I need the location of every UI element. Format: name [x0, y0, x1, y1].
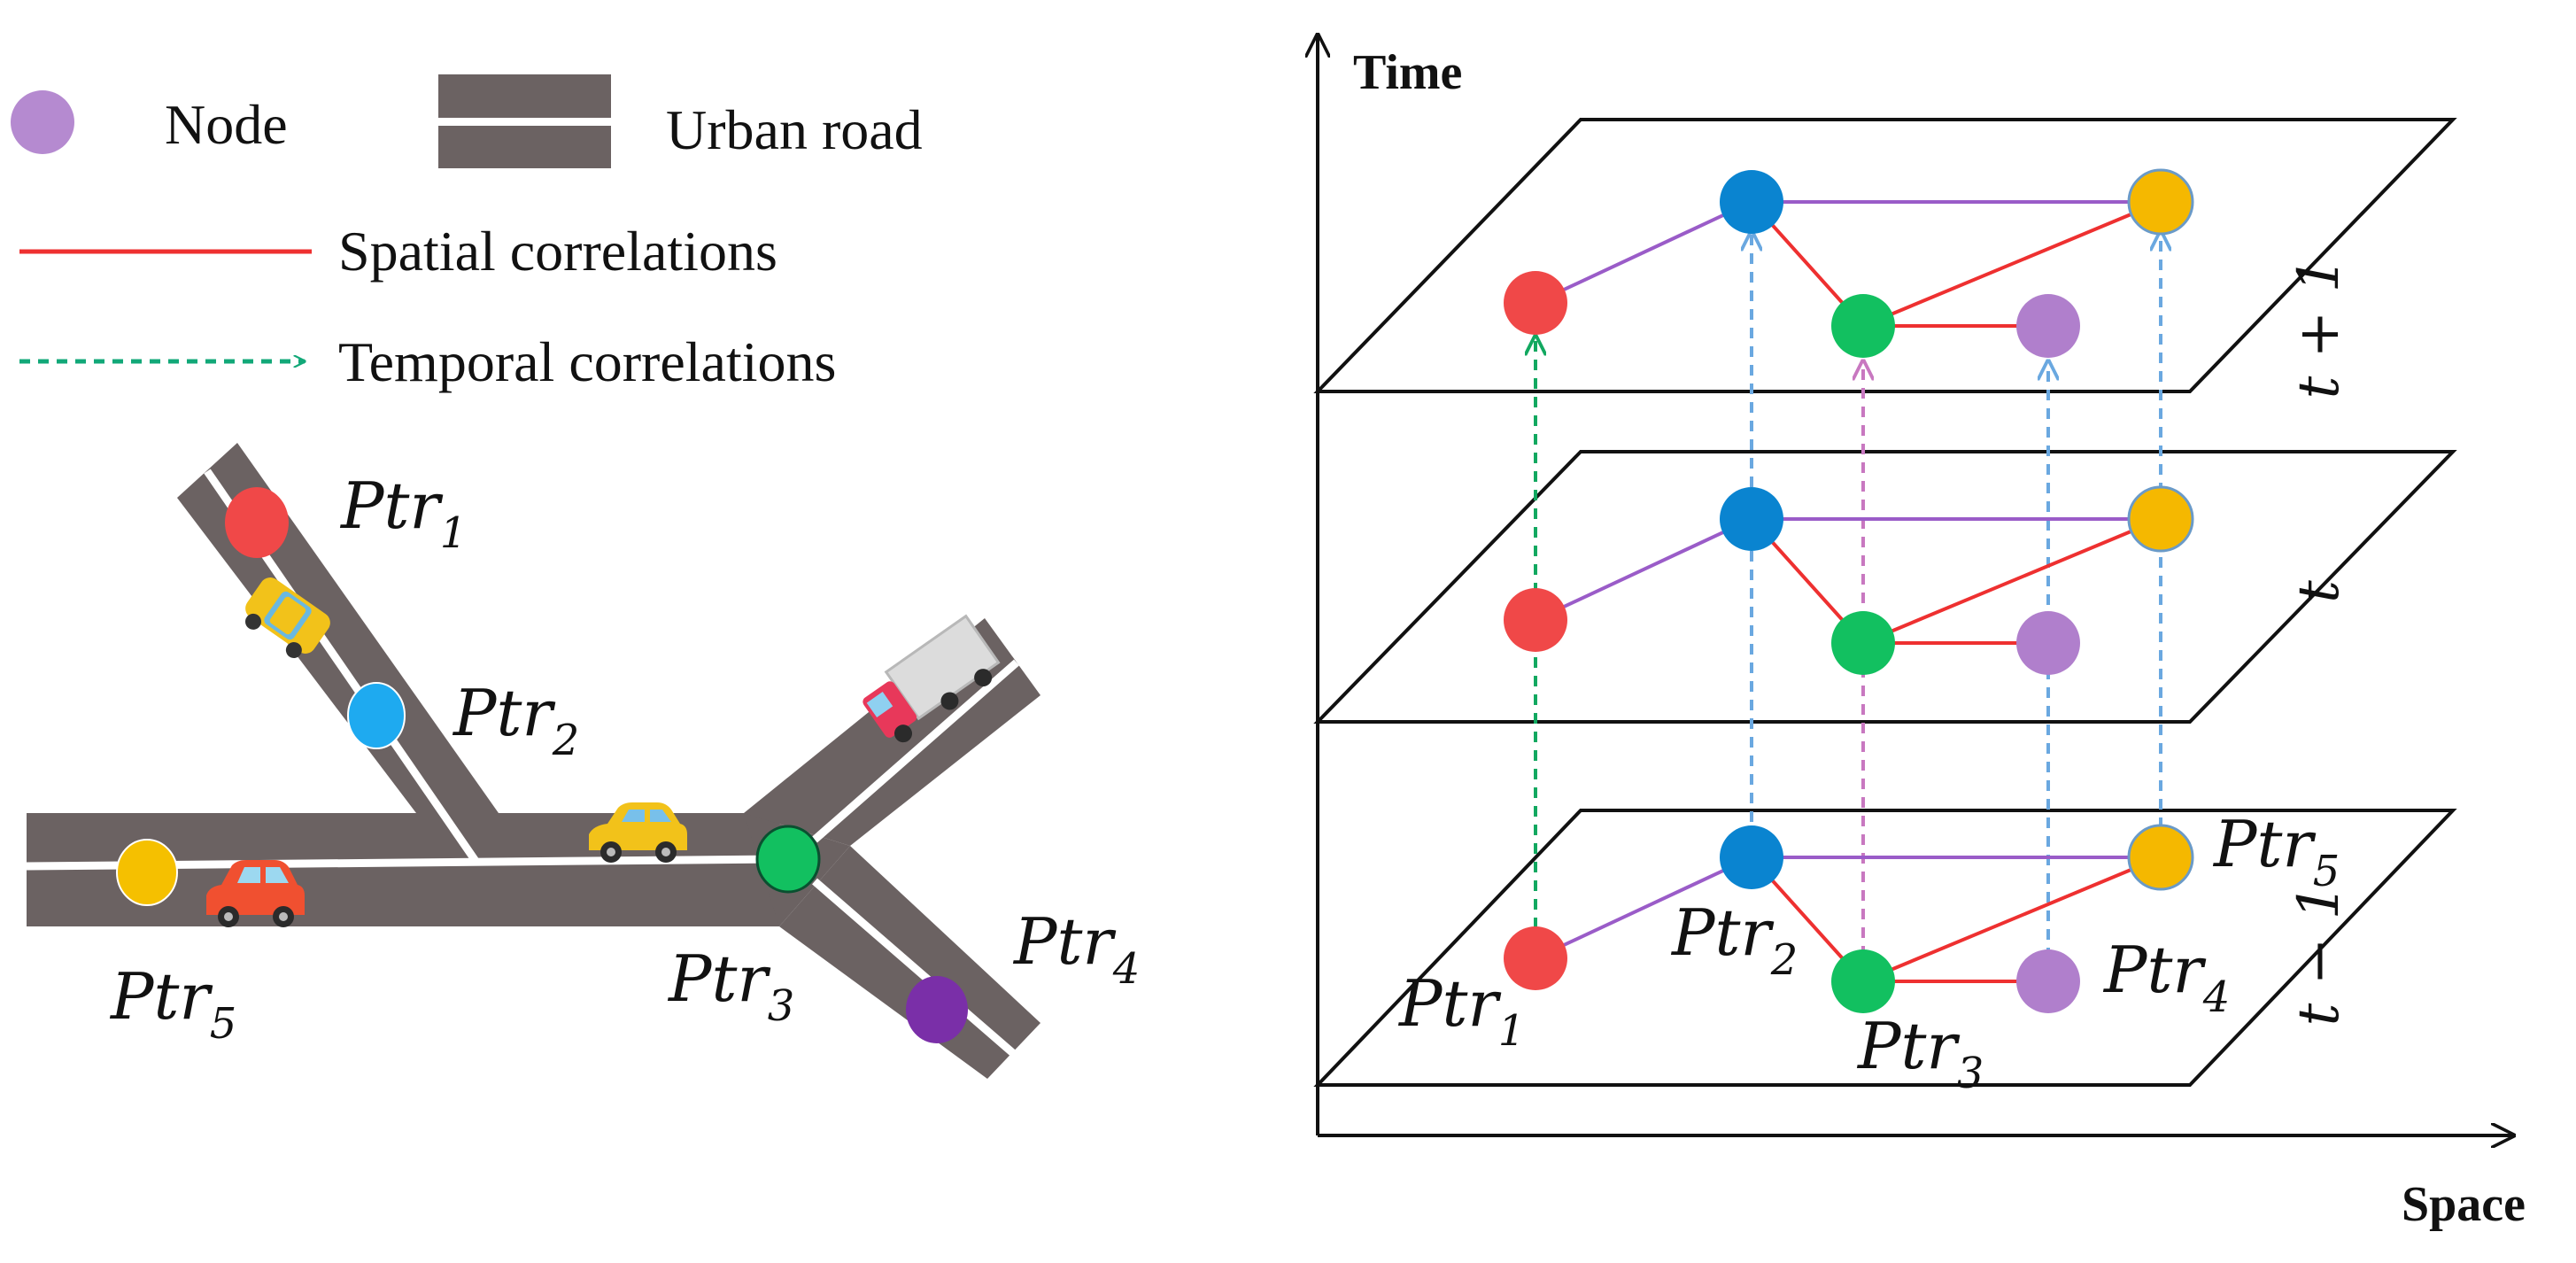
node-ptr2-t-plus-1 — [1720, 170, 1783, 234]
plane-t-plus-1 — [1313, 118, 2457, 393]
plane-t-minus-1 — [1313, 809, 2457, 1087]
st-label-ptr4: Ptr4 — [2102, 933, 2230, 1022]
nodes-t — [1504, 485, 2194, 675]
node-ptr1-t-minus-1 — [1504, 926, 1567, 990]
st-label-ptr1: Ptr1 — [1397, 966, 1525, 1056]
node-ptr1-t — [1504, 588, 1567, 652]
road-map: Ptr1 Ptr2 Ptr3 Ptr4 Ptr5 — [26, 443, 1140, 1079]
st-label-ptr3: Ptr3 — [1856, 1009, 1984, 1098]
road-label-ptr3: Ptr3 — [667, 941, 794, 1031]
road-node-ptr3 — [755, 825, 821, 894]
road-label-ptr4: Ptr4 — [1012, 904, 1140, 994]
node-ptr2-t — [1720, 487, 1783, 551]
node-ptr4-t — [2016, 611, 2080, 675]
plane-label-t-minus-1: t − 1 — [2286, 884, 2352, 1027]
plane-t — [1313, 450, 2457, 724]
road-network — [26, 443, 1040, 1079]
road-node-ptr4 — [906, 976, 968, 1043]
nodes-t-plus-1 — [1504, 168, 2194, 358]
node-ptr2-t-minus-1 — [1720, 825, 1783, 889]
legend-road-swatch — [438, 74, 611, 168]
node-ptr3-t-plus-1 — [1831, 294, 1895, 358]
node-ptr3-t — [1831, 611, 1895, 675]
plane-label-t-plus-1: t + 1 — [2286, 257, 2352, 399]
st-label-ptr5: Ptr5 — [2212, 807, 2340, 896]
node-ptr5-t-minus-1 — [2127, 824, 2194, 891]
yellow-car-icon — [589, 802, 687, 863]
legend-node-label: Node — [165, 93, 288, 156]
node-ptr5-t — [2127, 485, 2194, 553]
edges-t-minus-1 — [1535, 856, 2162, 983]
road-label-ptr2: Ptr2 — [452, 676, 579, 765]
legend-spatial-label: Spatial correlations — [338, 220, 777, 283]
road-nodes — [116, 487, 968, 1043]
space-axis-title: Space — [2402, 1177, 2526, 1232]
node-ptr4-t-plus-1 — [2016, 294, 2080, 358]
st-label-ptr2: Ptr2 — [1670, 895, 1798, 985]
road-node-ptr5 — [116, 839, 178, 906]
road-node-ptr1 — [225, 487, 289, 558]
spacetime-diagram: Time Space — [1318, 35, 2526, 1232]
time-axis-title: Time — [1353, 45, 1462, 100]
node-ptr1-t-plus-1 — [1504, 271, 1567, 335]
legend-temporal-label: Temporal correlations — [338, 330, 836, 393]
legend-road-label: Urban road — [666, 98, 923, 161]
nodes-t-minus-1 — [1504, 824, 2194, 1013]
node-ptr4-t-minus-1 — [2016, 949, 2080, 1013]
road-label-ptr5: Ptr5 — [109, 959, 236, 1049]
legend-node-swatch — [11, 90, 74, 154]
road-node-ptr2 — [347, 682, 406, 749]
yellow-taxi-icon — [245, 577, 330, 658]
legend: Node Urban road Spatial correlations Tem… — [11, 74, 923, 393]
red-truck-icon — [863, 614, 1001, 743]
plane-label-t: t — [2286, 580, 2352, 603]
node-ptr3-t-minus-1 — [1831, 949, 1895, 1013]
red-car-icon — [206, 860, 305, 927]
road-label-ptr1: Ptr1 — [339, 469, 467, 558]
node-ptr5-t-plus-1 — [2127, 168, 2194, 236]
